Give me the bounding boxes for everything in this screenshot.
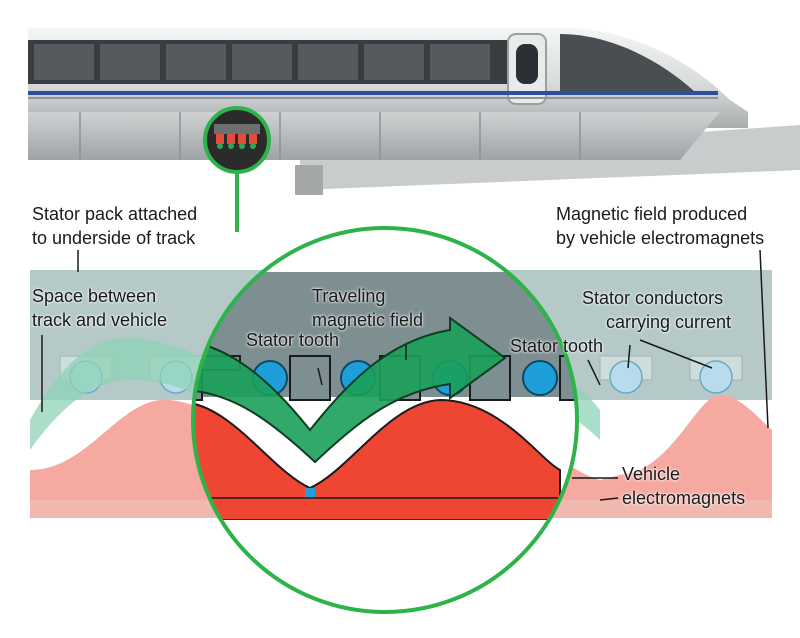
label-vehicle-electromagnets: Vehicle electromagnets <box>622 462 745 510</box>
label-stator-pack-line1: Stator pack attached <box>32 204 198 224</box>
vehicle-base <box>193 497 577 521</box>
label-space-between-line2: track and vehicle <box>32 310 168 330</box>
label-stator-tooth-right-text: Stator tooth <box>510 336 604 356</box>
label-vehicle-electromagnets-line1: Vehicle <box>622 464 681 484</box>
traveling-magnetic-field <box>193 316 507 464</box>
label-stator-pack-line2: to underside of track <box>32 228 196 248</box>
label-vehicle-electromagnets-line2: electromagnets <box>622 488 746 508</box>
label-space-between-line1: Space between <box>32 286 157 306</box>
undercarriage-seams <box>79 112 581 160</box>
support-pillar <box>295 165 323 195</box>
label-stator-tooth-left: Stator tooth <box>246 328 339 352</box>
label-stator-conductors-line2: carrying current <box>606 312 732 332</box>
stator-callout <box>203 106 271 232</box>
label-traveling-field-line2: magnetic field <box>312 310 424 330</box>
label-space-between: Space between track and vehicle <box>32 284 167 332</box>
stripe-blue <box>28 91 718 95</box>
label-stator-conductors: Stator conductors carrying current <box>582 286 731 334</box>
door-window <box>516 44 538 84</box>
label-traveling-field: Traveling magnetic field <box>312 284 423 332</box>
lens-lower-white <box>193 520 577 612</box>
maglev-train <box>0 28 800 195</box>
leader-lines <box>41 249 769 501</box>
lens-ring <box>191 226 579 614</box>
label-traveling-field-line1: Traveling <box>312 286 386 306</box>
label-stator-tooth-right: Stator tooth <box>510 334 603 358</box>
label-magnetic-field-line1: Magnetic field produced <box>556 204 748 224</box>
cockpit-window <box>560 34 695 92</box>
label-stator-conductors-line1: Stator conductors <box>582 288 724 308</box>
vehicle-electromagnets <box>193 398 561 521</box>
mini-stator-pack <box>214 124 260 149</box>
label-magnetic-field-line2: by vehicle electromagnets <box>556 228 765 248</box>
label-stator-pack: Stator pack attached to underside of tra… <box>32 202 197 250</box>
window-row <box>34 44 490 80</box>
undercarriage <box>28 112 720 160</box>
label-stator-tooth-left-text: Stator tooth <box>246 330 340 350</box>
stripe-gray <box>28 97 718 99</box>
label-magnetic-field-vehicle: Magnetic field produced by vehicle elect… <box>556 202 764 250</box>
